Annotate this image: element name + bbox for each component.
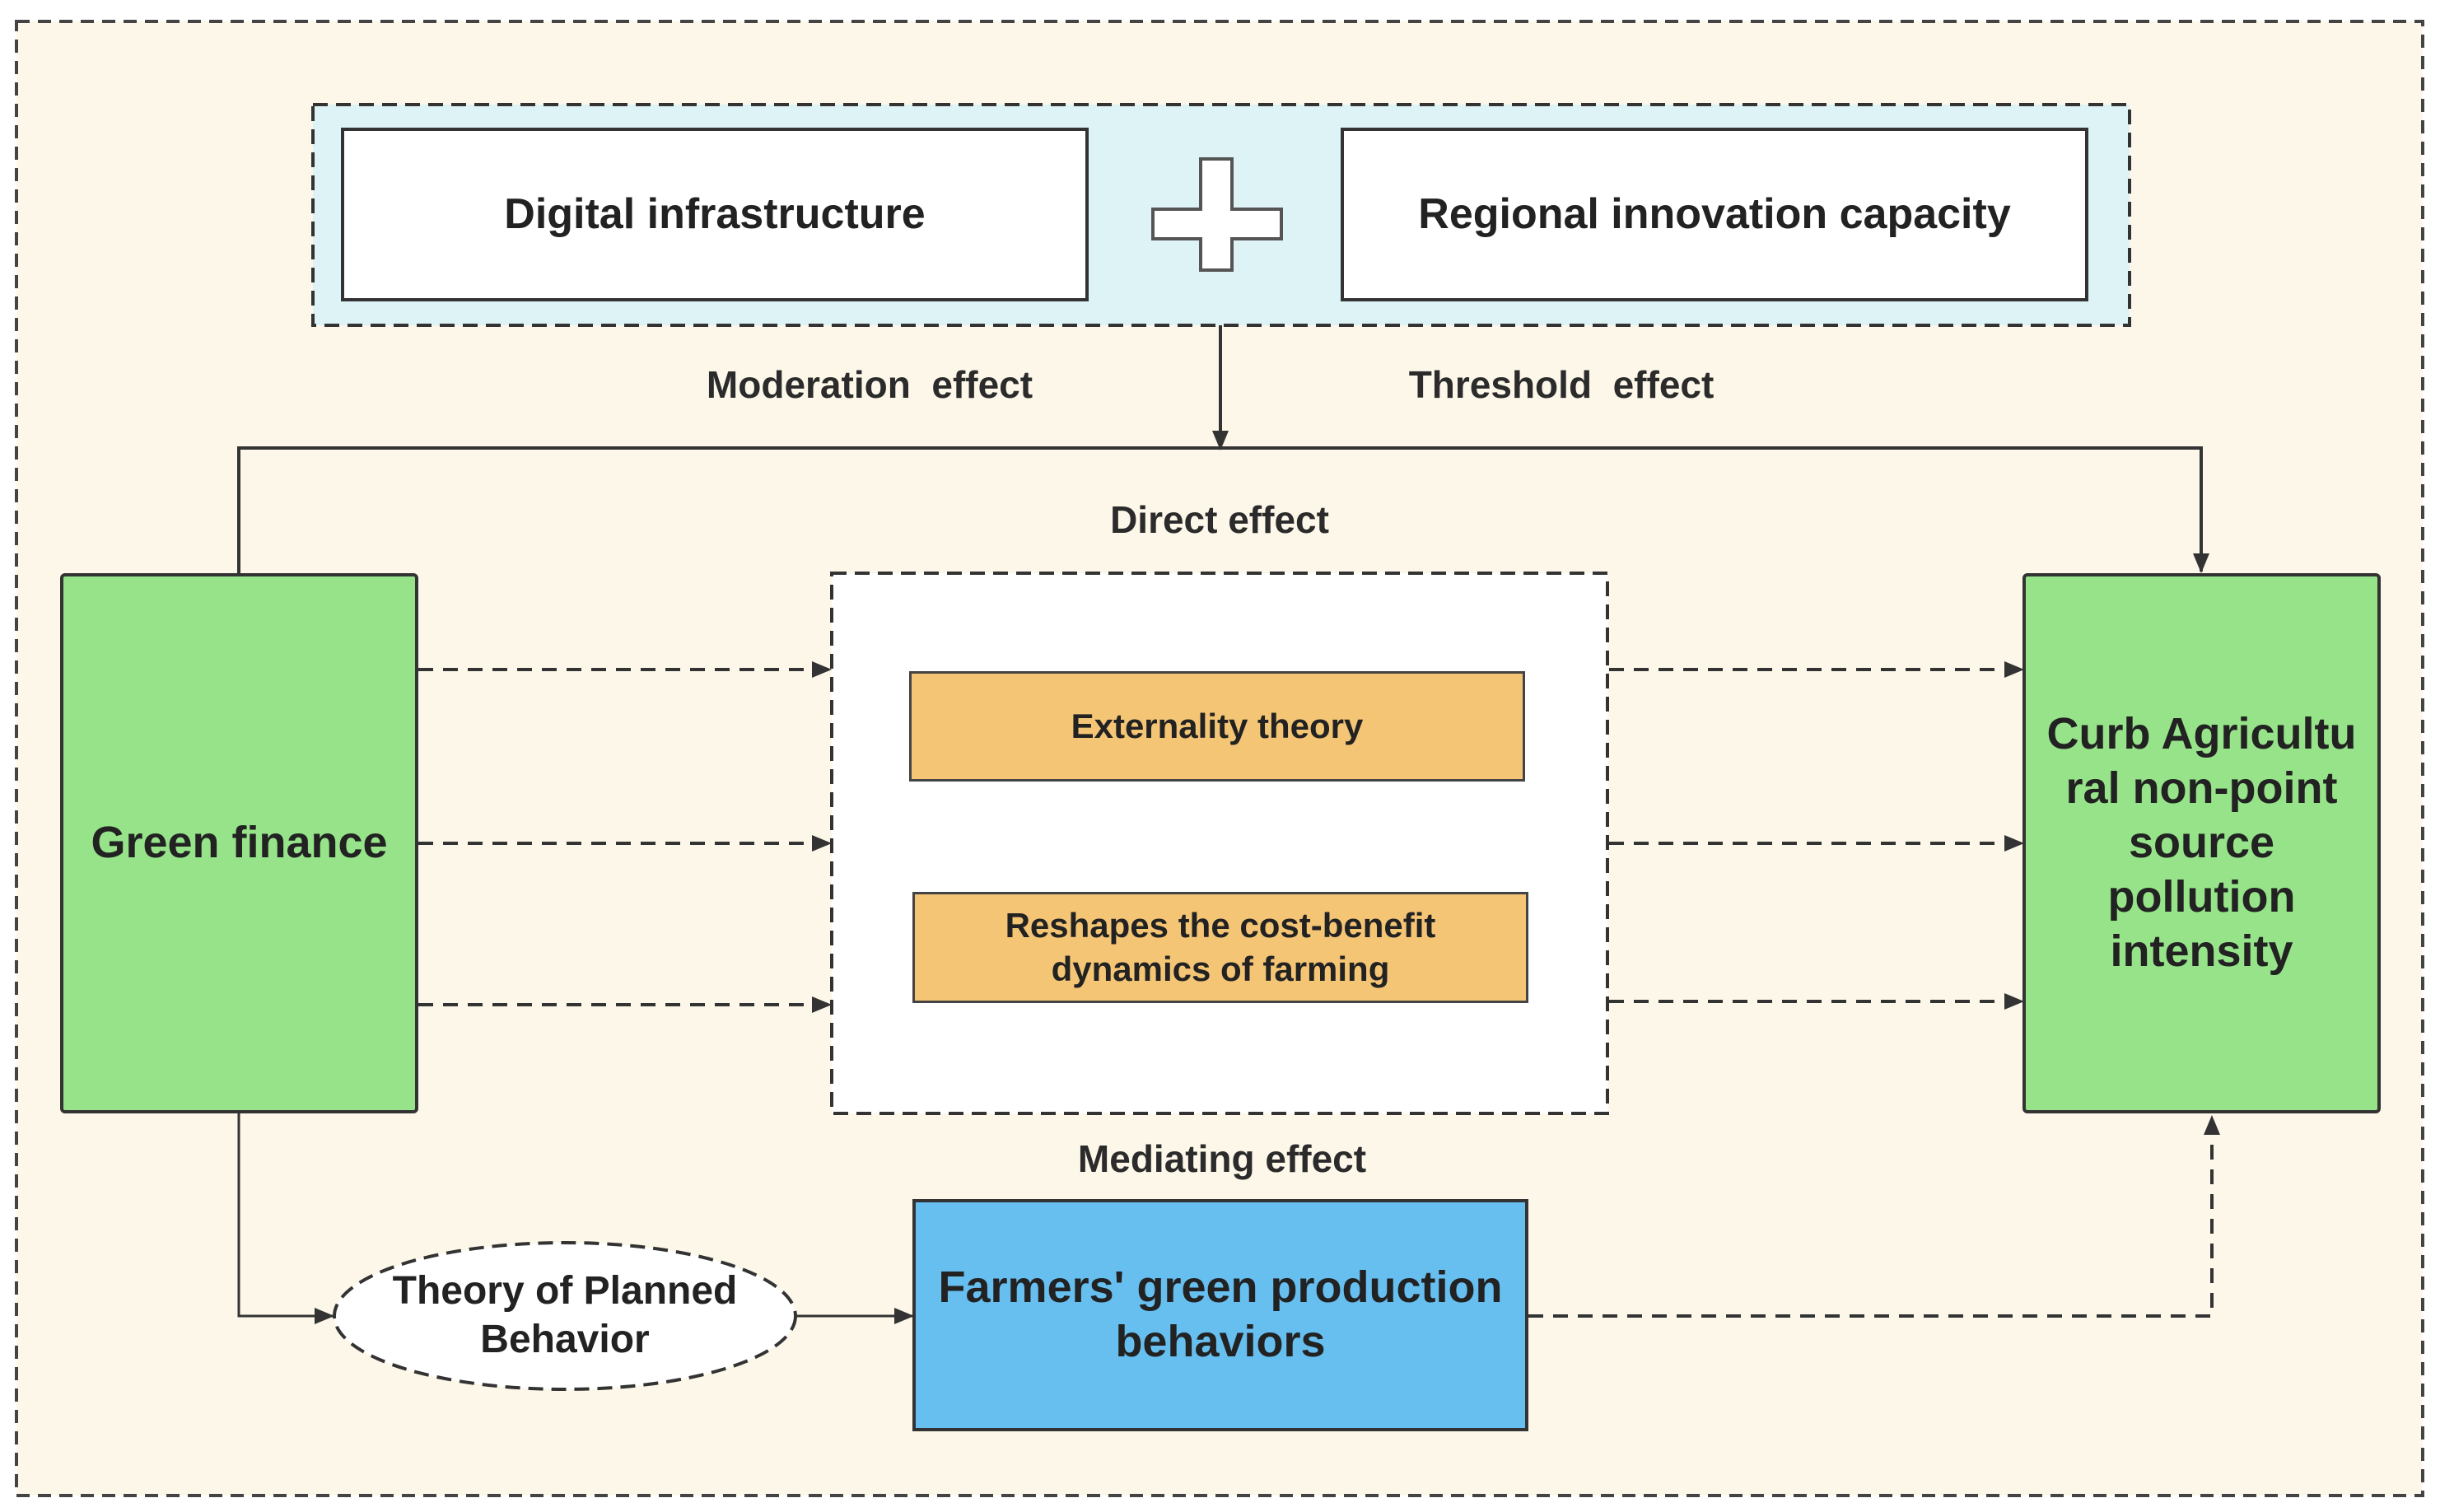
center-box (830, 572, 1609, 1115)
digital-infrastructure-label: Digital infrastructure (504, 189, 926, 238)
outcome-box: Curb Agricultu ral non-point source poll… (2022, 573, 2381, 1113)
outcome-line-1: Curb Agricultu (2046, 709, 2357, 759)
ellipse-line-1: Theory of Planned (392, 1269, 738, 1314)
green-production-behaviors-box: Farmers' green production behaviors (912, 1199, 1528, 1431)
outcome-line-2: ral non-point (2065, 763, 2338, 814)
outcome-line-3: source (2128, 818, 2275, 868)
cost-benefit-box: Reshapes the cost-benefit dynamics of fa… (912, 892, 1528, 1003)
behavior-line-2: behaviors (1115, 1317, 1326, 1366)
outcome-line-5: intensity (2110, 926, 2293, 976)
threshold-effect-label: Threshold effect (1408, 363, 1715, 406)
cost-benefit-line-2: dynamics of farming (1051, 949, 1390, 988)
mediating-connector (237, 1113, 334, 1324)
externality-theory-label: Externality theory (1071, 707, 1364, 746)
cost-benefit-line-1: Reshapes the cost-benefit (1005, 906, 1436, 945)
green-finance-box: Green finance (60, 573, 418, 1113)
ellipse-line-2: Behavior (480, 1318, 650, 1361)
regional-innovation-box: Regional innovation capacity (1341, 128, 2088, 301)
direct-effect-label: Direct effect (1110, 498, 1329, 541)
externality-theory-box: Externality theory (909, 671, 1525, 782)
top-connector (237, 446, 2209, 573)
behavior-to-outcome-arrow (1528, 1115, 2220, 1318)
plus-icon (1151, 157, 1283, 272)
behavior-line-1: Farmers' green production (938, 1262, 1503, 1313)
regional-innovation-label: Regional innovation capacity (1418, 189, 2011, 238)
green-finance-label: Green finance (91, 818, 388, 868)
digital-infrastructure-box: Digital infrastructure (341, 128, 1089, 301)
mediating-effect-label: Mediating effect (1077, 1137, 1367, 1180)
theory-planned-behavior-label: Theory of Planned Behavior (346, 1252, 784, 1380)
outcome-line-4: pollution (2107, 871, 2296, 922)
moderation-effect-label: Moderation effect (706, 363, 1033, 406)
